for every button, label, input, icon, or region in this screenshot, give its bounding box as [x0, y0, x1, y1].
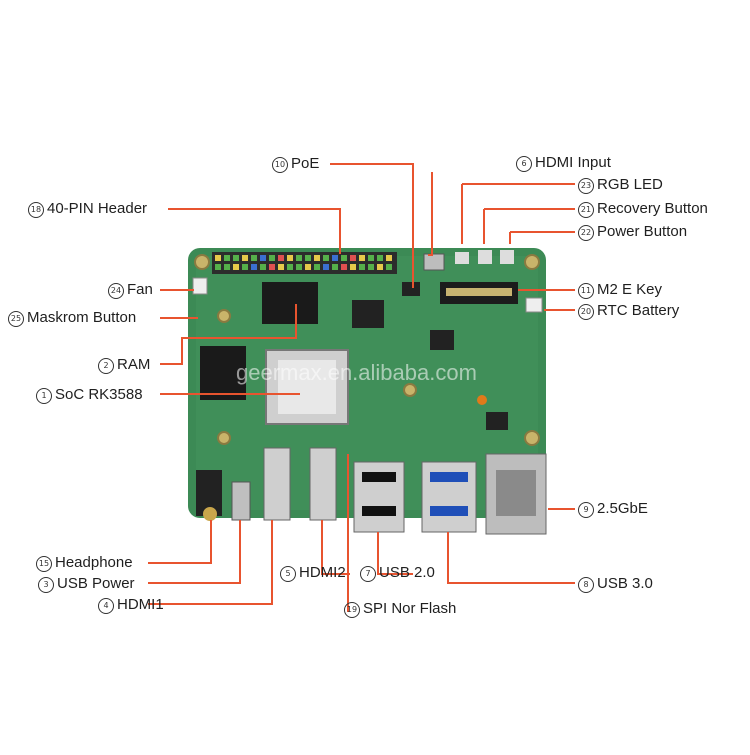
header-pin	[296, 264, 302, 270]
rtc-connector	[525, 297, 543, 313]
header-pin	[251, 264, 257, 270]
header-pin	[359, 255, 365, 261]
hdmi1-port	[263, 447, 291, 521]
ram-chip-2	[200, 346, 246, 400]
header-pin	[278, 264, 284, 270]
header-pin	[233, 264, 239, 270]
header-pin	[305, 264, 311, 270]
header-pin	[260, 264, 266, 270]
header-pin	[287, 264, 293, 270]
header-pin	[341, 264, 347, 270]
header-pin	[269, 255, 275, 261]
header-pin	[350, 255, 356, 261]
header-pin	[386, 264, 392, 270]
header-pin	[242, 264, 248, 270]
header-pin	[314, 264, 320, 270]
hdmi2-port	[309, 447, 337, 521]
header-pin	[215, 255, 221, 261]
header-pin	[278, 255, 284, 261]
fan-connector	[192, 277, 208, 295]
ram-chip-1	[262, 282, 318, 324]
header-pin	[350, 264, 356, 270]
header-pin	[341, 255, 347, 261]
mounting-holes	[194, 254, 540, 446]
poe-header	[402, 282, 420, 296]
header-pin	[224, 264, 230, 270]
header-pin	[323, 264, 329, 270]
header-pin	[296, 255, 302, 261]
header-pin	[215, 264, 221, 270]
header-pin	[332, 255, 338, 261]
header-pin	[287, 255, 293, 261]
header-pin	[260, 255, 266, 261]
header-pin	[269, 264, 275, 270]
header-pin	[242, 255, 248, 261]
header-pin	[314, 255, 320, 261]
header-pin	[368, 264, 374, 270]
header-pin	[233, 255, 239, 261]
header-pin	[224, 255, 230, 261]
gpio-header	[212, 252, 397, 274]
header-pin	[305, 255, 311, 261]
usb-power-port	[231, 481, 251, 521]
header-pin	[251, 255, 257, 261]
header-pin	[386, 255, 392, 261]
watermark-text: geermax.en.alibaba.com	[236, 360, 477, 385]
header-pin	[359, 264, 365, 270]
header-pin	[377, 264, 383, 270]
leader-lines	[148, 163, 575, 612]
header-pin	[368, 255, 374, 261]
header-pin	[332, 264, 338, 270]
hdmi-input-port	[423, 253, 445, 271]
header-pin	[323, 255, 329, 261]
header-pin	[377, 255, 383, 261]
